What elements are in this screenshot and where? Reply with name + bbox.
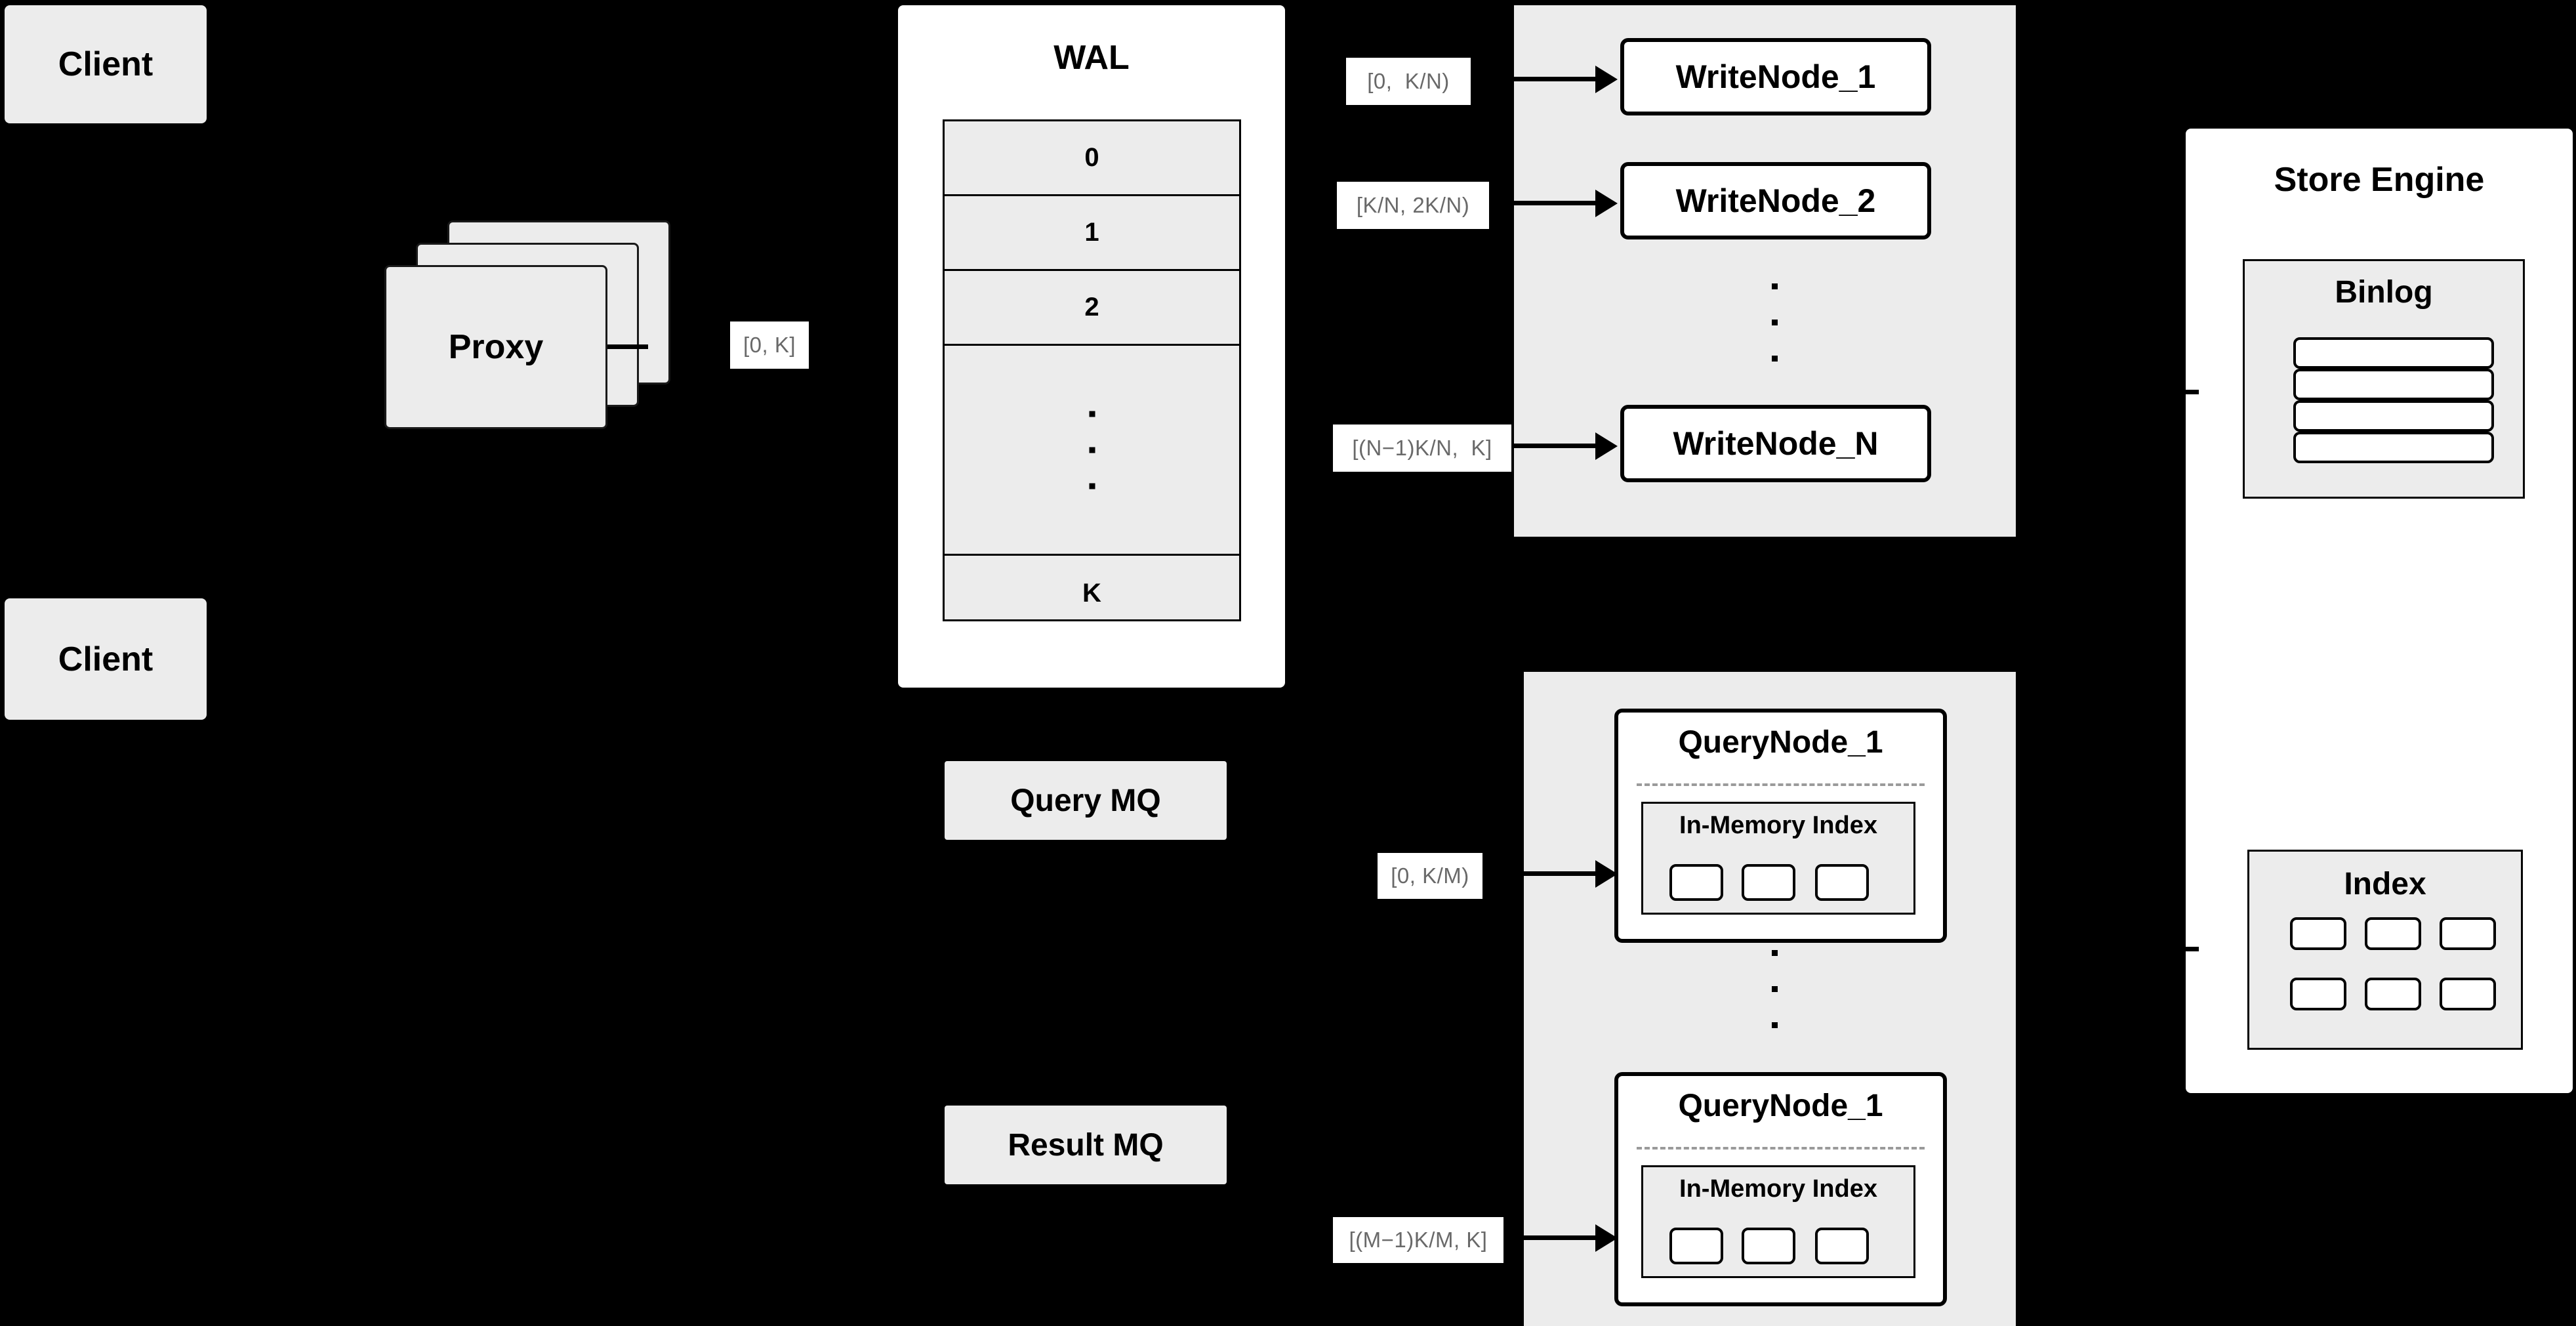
store-index-slot[interactable] xyxy=(2440,917,2496,950)
write-node-2-arrow-head-icon xyxy=(1595,190,1618,217)
write-node-n-arrow-line xyxy=(1511,444,1595,448)
wal-row-label: K xyxy=(1082,578,1101,608)
proxy-node[interactable]: Proxy xyxy=(384,265,607,429)
proxy-node-label: Proxy xyxy=(448,328,544,366)
wal-row-label: 1 xyxy=(1084,218,1099,247)
query-mq-label: Query MQ xyxy=(1010,783,1161,818)
binlog-row[interactable] xyxy=(2293,369,2494,400)
binlog-panel: Binlog xyxy=(2243,259,2525,499)
wal-row[interactable]: 2 xyxy=(945,271,1239,346)
query-node-2-in-memory-index-title: In-Memory Index xyxy=(1679,1175,1877,1203)
query-node-1-index-slot[interactable] xyxy=(1669,864,1723,901)
result-mq-node[interactable]: Result MQ xyxy=(945,1106,1227,1184)
write-node-2-range-label: [K/N, 2K/N) xyxy=(1337,182,1489,229)
wal-row-label: 2 xyxy=(1084,293,1099,321)
write-node-1-label: WriteNode_1 xyxy=(1675,58,1876,95)
wal-row[interactable]: 0 xyxy=(945,121,1239,196)
proxy-range-label: [0, K] xyxy=(730,321,809,369)
query-node-1-range-label: [0, K/M) xyxy=(1378,853,1482,899)
wal-vertical-ellipsis-icon xyxy=(1089,411,1095,489)
write-node-2-label: WriteNode_2 xyxy=(1675,182,1876,219)
store-index-panel: Index xyxy=(2247,850,2523,1050)
query-node-1-divider xyxy=(1637,783,1925,786)
query-node-2-arrow-line xyxy=(1503,1235,1595,1240)
query-node-1-in-memory-index: In-Memory Index xyxy=(1641,802,1915,915)
write-node-1-range-label: [0, K/N) xyxy=(1346,58,1471,105)
query-node-1-label: QueryNode_1 xyxy=(1678,725,1883,760)
query-node-1-index-slot[interactable] xyxy=(1742,864,1795,901)
write-node-n[interactable]: WriteNode_N xyxy=(1620,405,1931,482)
store-engine-title: Store Engine xyxy=(2274,161,2485,199)
query-mq-node[interactable]: Query MQ xyxy=(945,761,1227,840)
write-node-2-arrow-line xyxy=(1489,201,1595,205)
wal-row-label: 0 xyxy=(1084,143,1099,172)
wal-table: 0 1 2 K xyxy=(943,119,1241,621)
query-node-2-index-slot[interactable] xyxy=(1815,1228,1869,1264)
query-node-2-divider xyxy=(1637,1147,1925,1150)
wal-row[interactable]: K xyxy=(945,556,1239,631)
write-node-2[interactable]: WriteNode_2 xyxy=(1620,162,1931,239)
query-node-1-in-memory-index-title: In-Memory Index xyxy=(1679,812,1877,839)
index-arrow-line xyxy=(2165,947,2199,951)
query-node-2-in-memory-index: In-Memory Index xyxy=(1641,1165,1915,1278)
client-node-1-label: Client xyxy=(58,45,153,83)
query-node-2-arrow-head-icon xyxy=(1595,1224,1618,1252)
query-node-2-range-label: [(M−1)K/M, K] xyxy=(1333,1217,1503,1263)
write-node-1[interactable]: WriteNode_1 xyxy=(1620,38,1931,115)
write-node-n-range-label: [(N−1)K/N, K] xyxy=(1333,425,1511,472)
wal-title: WAL xyxy=(1053,39,1130,77)
store-index-slot[interactable] xyxy=(2290,917,2346,950)
binlog-row[interactable] xyxy=(2293,400,2494,432)
binlog-row[interactable] xyxy=(2293,337,2494,369)
write-node-1-arrow-line xyxy=(1471,77,1595,81)
wal-row[interactable]: 1 xyxy=(945,196,1239,271)
write-node-n-label: WriteNode_N xyxy=(1673,425,1879,462)
store-index-slot[interactable] xyxy=(2365,917,2421,950)
wal-row-ellipsis xyxy=(945,346,1239,556)
client-node-1[interactable]: Client xyxy=(5,5,207,123)
write-node-1-arrow-head-icon xyxy=(1595,66,1618,93)
client-node-2[interactable]: Client xyxy=(5,598,207,720)
write-group-vertical-ellipsis-icon xyxy=(1772,283,1778,362)
query-node-1-index-slot[interactable] xyxy=(1815,864,1869,901)
binlog-row[interactable] xyxy=(2293,432,2494,463)
store-index-slot[interactable] xyxy=(2290,978,2346,1010)
query-node-2-index-slot[interactable] xyxy=(1669,1228,1723,1264)
query-node-2-label: QueryNode_1 xyxy=(1678,1088,1883,1123)
store-index-slot[interactable] xyxy=(2365,978,2421,1010)
query-node-2-index-slot[interactable] xyxy=(1742,1228,1795,1264)
result-mq-label: Result MQ xyxy=(1008,1127,1164,1163)
proxy-to-wal-line xyxy=(607,344,648,349)
query-node-1-arrow-line xyxy=(1482,871,1595,876)
client-node-2-label: Client xyxy=(58,640,153,678)
binlog-title: Binlog xyxy=(2335,275,2433,310)
write-node-n-arrow-head-icon xyxy=(1595,432,1618,460)
query-group-vertical-ellipsis-icon xyxy=(1772,950,1778,1028)
binlog-arrow-line xyxy=(2165,390,2199,394)
query-node-1-arrow-head-icon xyxy=(1595,860,1618,888)
store-index-slot[interactable] xyxy=(2440,978,2496,1010)
store-index-title: Index xyxy=(2344,867,2426,901)
